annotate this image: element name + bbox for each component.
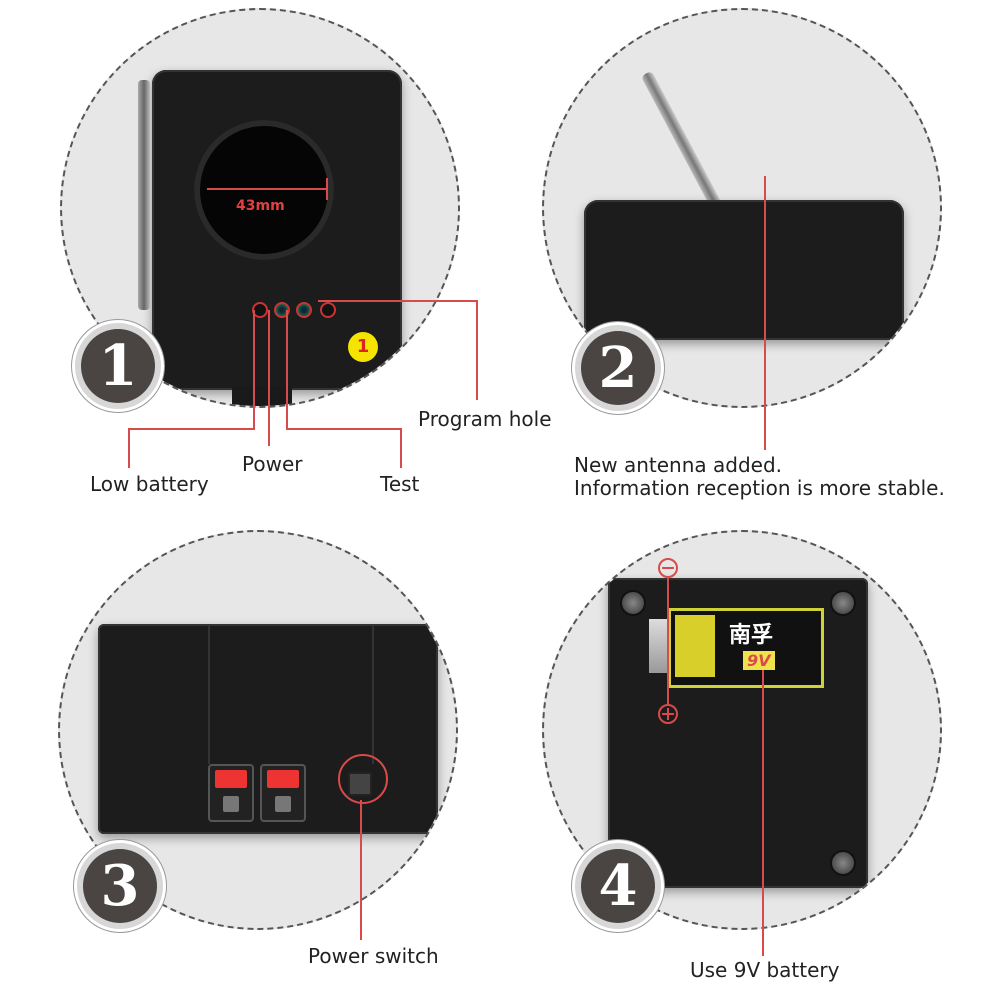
diameter-line — [207, 188, 327, 190]
battery-brand: 南孚 — [729, 623, 774, 648]
speaker-terminal-left — [208, 764, 254, 822]
negative-terminal-icon — [658, 558, 678, 578]
label-low-battery: Low battery — [90, 472, 209, 496]
panel-3: 3 Power switch — [0, 500, 500, 1000]
number-sticker: 1 — [348, 332, 378, 362]
speaker-terminal-right — [260, 764, 306, 822]
9v-battery: 南孚 9V — [649, 608, 824, 688]
compartment-seam-left — [208, 624, 210, 764]
leader-power-v — [268, 310, 270, 446]
leader-battery — [762, 670, 764, 956]
caption-antenna-line1: New antenna added. — [574, 453, 783, 477]
screw-top-left — [620, 590, 646, 616]
leader-test-v — [286, 310, 288, 428]
positive-terminal-icon — [658, 704, 678, 724]
switch-marker — [338, 754, 388, 804]
leader-program-hole-v — [476, 300, 478, 400]
receiver-front: 43mm 1 — [138, 70, 402, 406]
screw-bottom-right — [830, 850, 856, 876]
leader-power-switch — [360, 800, 362, 940]
panel-2: 2 New antenna added. Information recepti… — [500, 0, 1000, 500]
caption-power-switch: Power switch — [308, 944, 439, 968]
receiver-bottom — [98, 624, 438, 834]
receiver-back: 南孚 9V — [608, 578, 868, 888]
diameter-label: 43mm — [236, 198, 285, 214]
panel-4: 南孚 9V 4 Use 9V battery — [500, 500, 1000, 1000]
leader-low-battery-drop — [128, 428, 130, 468]
screw-top-right — [830, 590, 856, 616]
badge-3: 3 — [74, 840, 166, 932]
polarity-line — [667, 578, 669, 704]
caption-antenna-line2: Information reception is more stable. — [574, 476, 945, 500]
label-test: Test — [380, 472, 420, 496]
diameter-tick — [326, 178, 328, 200]
led-test — [296, 302, 312, 318]
program-hole — [320, 302, 336, 318]
connector-tab — [232, 386, 292, 406]
leader-test-drop — [400, 428, 402, 468]
leader-antenna — [764, 176, 766, 450]
leader-program-hole-h — [318, 300, 478, 302]
receiver-side — [584, 200, 904, 340]
badge-4: 4 — [572, 840, 664, 932]
caption-battery: Use 9V battery — [690, 958, 840, 982]
battery-terminals — [649, 619, 667, 673]
badge-2: 2 — [572, 322, 664, 414]
label-power: Power — [242, 452, 303, 476]
battery-label-stripe — [675, 615, 715, 677]
antenna-rod — [138, 80, 150, 310]
panel-1: 43mm 1 1 Program hole Low battery Power … — [0, 0, 552, 500]
panel-3-circle — [58, 530, 458, 930]
badge-1: 1 — [72, 320, 164, 412]
leader-test-h — [286, 428, 402, 430]
leader-low-battery-h — [128, 428, 255, 430]
leader-low-battery-v — [253, 310, 255, 428]
compartment-seam-right — [372, 624, 374, 764]
label-program-hole: Program hole — [418, 407, 552, 431]
buzzer-hole — [194, 120, 334, 260]
battery-voltage: 9V — [743, 651, 775, 670]
